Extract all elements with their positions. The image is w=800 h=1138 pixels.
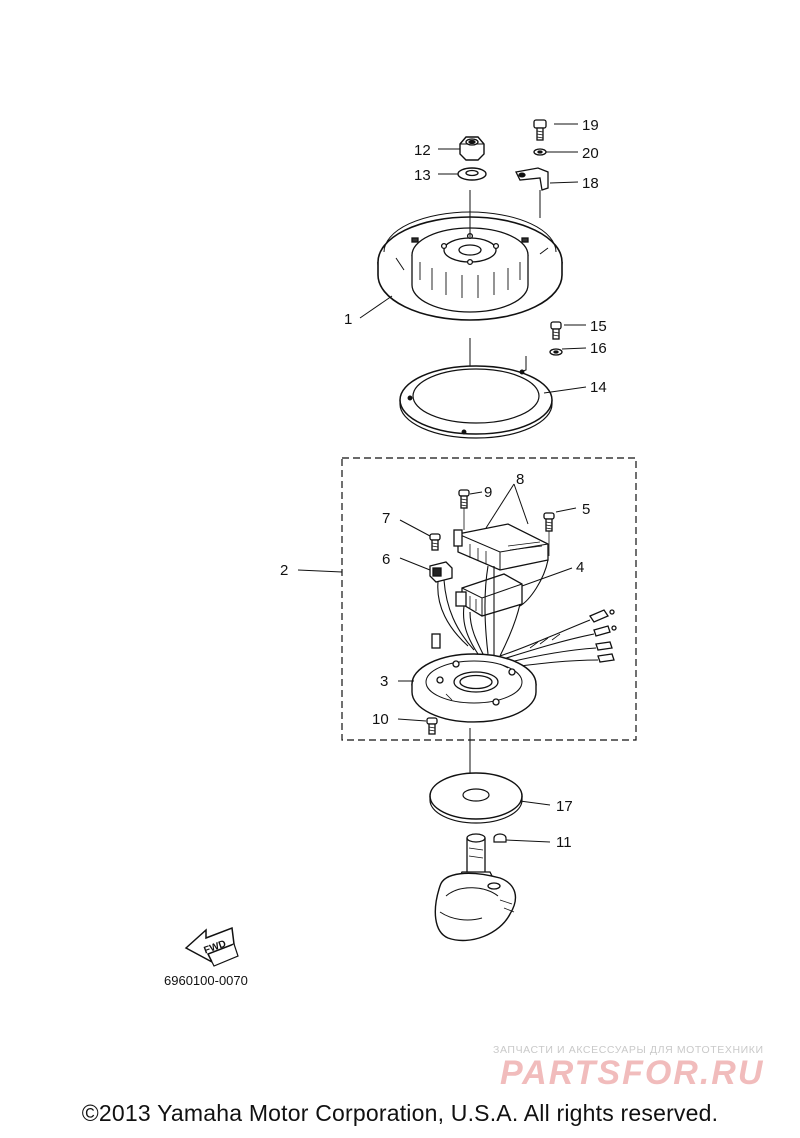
bolt-19-drawing: [533, 119, 547, 141]
cdi-unit-drawing: [453, 523, 549, 571]
callout-11: 11: [556, 834, 572, 851]
callout-20: 20: [582, 145, 599, 162]
callout-13: 13: [414, 167, 431, 184]
callout-4: 4: [576, 559, 584, 576]
flywheel-drawing: [377, 211, 563, 321]
callout-5: 5: [582, 501, 590, 518]
bolt-7-drawing: [429, 533, 441, 551]
callout-6: 6: [382, 551, 390, 568]
watermark-tagline: ЗАПЧАСТИ И АКСЕССУАРЫ ДЛЯ МОТОТЕХНИКИ: [493, 1044, 764, 1056]
callout-10: 10: [372, 711, 389, 728]
callout-1: 1: [344, 311, 352, 328]
crankshaft-drawing: [434, 833, 517, 942]
callout-15: 15: [590, 318, 607, 335]
bolt-15-drawing: [550, 321, 562, 340]
callout-9: 9: [484, 484, 492, 501]
pulser-6-drawing: [429, 561, 453, 583]
washer-20-drawing: [533, 148, 547, 156]
callout-12: 12: [414, 142, 431, 159]
callout-8: 8: [516, 471, 524, 488]
callout-14: 14: [590, 379, 607, 396]
nut-drawing: [459, 136, 485, 161]
callout-3: 3: [380, 673, 388, 690]
bracket-18-drawing: [515, 167, 549, 218]
plate-17-drawing: [429, 772, 523, 824]
callout-19: 19: [582, 117, 599, 134]
fwd-arrow-icon: [184, 926, 239, 967]
bolt-10-drawing: [426, 717, 438, 735]
bolt-9-drawing: [458, 489, 470, 530]
ring-14-drawing: [399, 365, 553, 439]
callout-labels: 12 13 19 20 18 1 15 16 14 9 8 5 7 6 2 4 …: [164, 117, 607, 988]
key-11-drawing: [493, 833, 507, 843]
callout-2: 2: [280, 562, 288, 579]
washer-drawing: [457, 167, 487, 181]
assembly-2-box: [341, 457, 637, 741]
washer-16-drawing: [519, 348, 563, 373]
watermark-logo: PARTSFOR.RU: [500, 1054, 765, 1092]
leader-lines: [297, 123, 587, 843]
callout-7: 7: [382, 510, 390, 527]
stator-base-3-drawing: [411, 633, 537, 723]
diagram-code: 6960100-0070: [164, 973, 248, 988]
callout-17: 17: [556, 798, 573, 815]
wire-terminals: [589, 609, 617, 663]
coil-4-drawing: [455, 573, 523, 617]
callout-16: 16: [590, 340, 607, 357]
wiring-harness: [437, 559, 599, 669]
bolt-5-drawing: [543, 512, 555, 556]
callout-18: 18: [582, 175, 599, 192]
copyright-notice: ©2013 Yamaha Motor Corporation, U.S.A. A…: [81, 1100, 719, 1126]
